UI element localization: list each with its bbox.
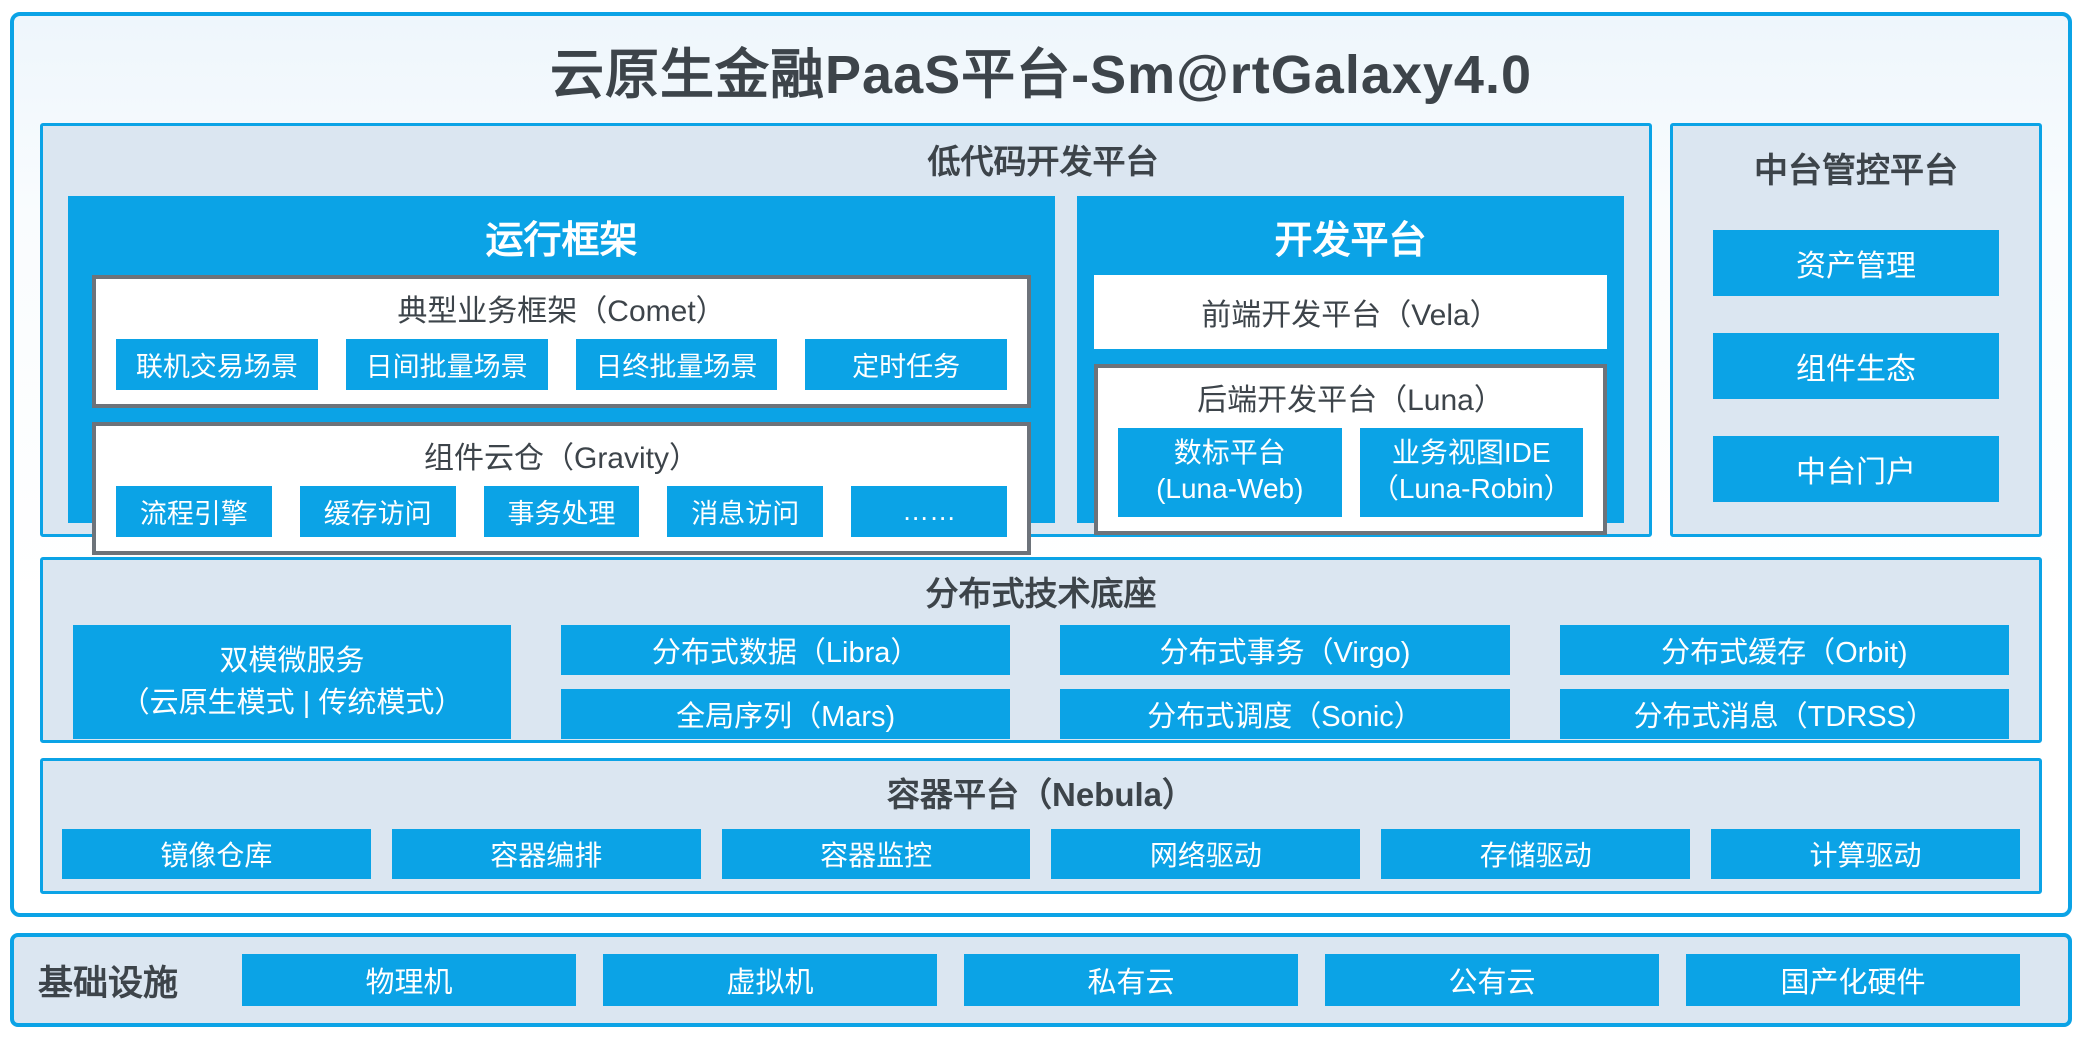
top-row: 低代码开发平台 运行框架 典型业务框架（Comet） 联机交易场景 日间批量场景…	[40, 123, 2042, 555]
container-item-image-registry: 镜像仓库	[62, 829, 371, 879]
dist-item-libra: 分布式数据（Libra）	[561, 625, 1011, 675]
gravity-repo-title: 组件云仓（Gravity）	[423, 442, 699, 475]
gravity-item-cache-access: 缓存访问	[299, 486, 456, 537]
infra-item-physical-machine: 物理机	[242, 954, 576, 1006]
comet-item-online-trading: 联机交易场景	[116, 339, 318, 390]
comet-item-scheduled-task: 定时任务	[805, 339, 1007, 390]
infra-item-virtual-machine: 虚拟机	[603, 954, 937, 1006]
runtime-framework-title: 运行框架	[485, 220, 638, 262]
distributed-col-2: 分布式事务（Virgo) 分布式调度（Sonic）	[1060, 625, 1510, 739]
container-item-orchestration: 容器编排	[391, 829, 701, 879]
dev-platform-panel: 开发平台 前端开发平台（Vela） 后端开发平台（Luna） 数标平台 (Lun…	[1077, 196, 1624, 535]
gravity-item-more: ……	[851, 486, 1007, 537]
distributed-items: 双模微服务 （云原生模式 | 传统模式） 分布式数据（Libra） 全局序列（M…	[73, 625, 2009, 739]
container-platform-items: 镜像仓库 容器编排 容器监控 网络驱动 存储驱动 计算驱动	[62, 829, 2020, 879]
luna-web-code: (Luna-Web)	[1156, 473, 1304, 505]
dist-item-mars: 全局序列（Mars)	[561, 689, 1011, 739]
dev-platform-title: 开发平台	[1274, 220, 1427, 262]
midplatform-item-component-eco: 组件生态	[1713, 333, 1999, 399]
distributed-col-1: 分布式数据（Libra） 全局序列（Mars)	[561, 625, 1011, 739]
luna-backend-box: 后端开发平台（Luna） 数标平台 (Luna-Web) 业务视图IDE （Lu…	[1094, 364, 1607, 535]
dist-item-tdrss: 分布式消息（TDRSS）	[1559, 689, 2009, 739]
comet-framework-title: 典型业务框架（Comet）	[397, 295, 726, 328]
midplatform-items: 资产管理 组件生态 中台门户	[1713, 230, 1999, 502]
page-title: 云原生金融PaaS平台-Sm@rtGalaxy4.0	[550, 45, 1532, 105]
dual-mode-microservice-box: 双模微服务 （云原生模式 | 传统模式）	[73, 625, 511, 739]
gravity-item-message-access: 消息访问	[667, 486, 824, 537]
distributed-base-section: 分布式技术底座 双模微服务 （云原生模式 | 传统模式） 分布式数据（Libra…	[40, 557, 2042, 743]
comet-item-daytime-batch: 日间批量场景	[345, 339, 548, 390]
gravity-repo-box: 组件云仓（Gravity） 流程引擎 缓存访问 事务处理 消息访问 ……	[92, 422, 1031, 555]
luna-robin-code: （Luna-Robin）	[1370, 473, 1572, 505]
distributed-col-3: 分布式缓存（Orbit) 分布式消息（TDRSS）	[1559, 625, 2009, 739]
luna-robin-name: 业务视图IDE	[1391, 437, 1551, 468]
infrastructure-title: 基础设施	[38, 963, 179, 1003]
midplatform-control-section: 中台管控平台 资产管理 组件生态 中台门户	[1670, 123, 2042, 537]
luna-backend-title: 后端开发平台（Luna）	[1197, 384, 1504, 417]
dist-item-orbit: 分布式缓存（Orbit)	[1559, 625, 2009, 675]
gravity-item-process-engine: 流程引擎	[116, 486, 272, 537]
container-platform-section: 容器平台（Nebula） 镜像仓库 容器编排 容器监控 网络驱动 存储驱动 计算…	[40, 758, 2042, 894]
infra-item-domestic-hardware: 国产化硬件	[1686, 954, 2020, 1006]
container-platform-title: 容器平台（Nebula）	[886, 776, 1196, 813]
container-item-compute-driver: 计算驱动	[1711, 829, 2020, 879]
container-item-storage-driver: 存储驱动	[1381, 829, 1691, 879]
midplatform-title: 中台管控平台	[1754, 152, 1958, 190]
container-item-network-driver: 网络驱动	[1051, 829, 1361, 879]
lowcode-platform-section: 低代码开发平台 运行框架 典型业务框架（Comet） 联机交易场景 日间批量场景…	[40, 123, 1652, 555]
dist-item-sonic: 分布式调度（Sonic）	[1060, 689, 1510, 739]
infrastructure-bar: 基础设施 物理机 虚拟机 私有云 公有云 国产化硬件	[10, 933, 2072, 1027]
dual-mode-line1: 双模微服务	[219, 644, 365, 677]
infrastructure-items: 物理机 虚拟机 私有云 公有云 国产化硬件	[242, 954, 2020, 1006]
luna-web-name: 数标平台	[1173, 437, 1286, 468]
dual-mode-line2: （云原生模式 | 传统模式）	[120, 687, 464, 719]
container-item-monitoring: 容器监控	[721, 829, 1031, 879]
luna-item-robin: 业务视图IDE （Luna-Robin）	[1359, 428, 1583, 517]
runtime-framework-panel: 运行框架 典型业务框架（Comet） 联机交易场景 日间批量场景 日终批量场景 …	[68, 196, 1055, 555]
lowcode-platform-title: 低代码开发平台	[927, 143, 1159, 180]
midplatform-item-asset-mgmt: 资产管理	[1713, 230, 1999, 296]
comet-item-eod-batch: 日终批量场景	[575, 339, 778, 390]
midplatform-item-portal: 中台门户	[1713, 436, 1999, 502]
gravity-items: 流程引擎 缓存访问 事务处理 消息访问 ……	[96, 477, 1027, 551]
platform-diagram-frame: 云原生金融PaaS平台-Sm@rtGalaxy4.0 低代码开发平台 运行框架 …	[10, 12, 2072, 917]
dist-item-virgo: 分布式事务（Virgo)	[1060, 625, 1510, 675]
comet-framework-box: 典型业务框架（Comet） 联机交易场景 日间批量场景 日终批量场景 定时任务	[92, 275, 1031, 408]
comet-items: 联机交易场景 日间批量场景 日终批量场景 定时任务	[96, 330, 1027, 404]
luna-item-web: 数标平台 (Luna-Web)	[1118, 428, 1342, 517]
infra-item-private-cloud: 私有云	[964, 954, 1298, 1006]
lowcode-panels: 运行框架 典型业务框架（Comet） 联机交易场景 日间批量场景 日终批量场景 …	[68, 196, 1624, 555]
vela-frontend-box: 前端开发平台（Vela）	[1094, 275, 1607, 349]
gravity-item-transaction: 事务处理	[483, 486, 640, 537]
infra-item-public-cloud: 公有云	[1325, 954, 1659, 1006]
distributed-base-title: 分布式技术底座	[925, 575, 1157, 612]
luna-items: 数标平台 (Luna-Web) 业务视图IDE （Luna-Robin）	[1098, 419, 1603, 531]
